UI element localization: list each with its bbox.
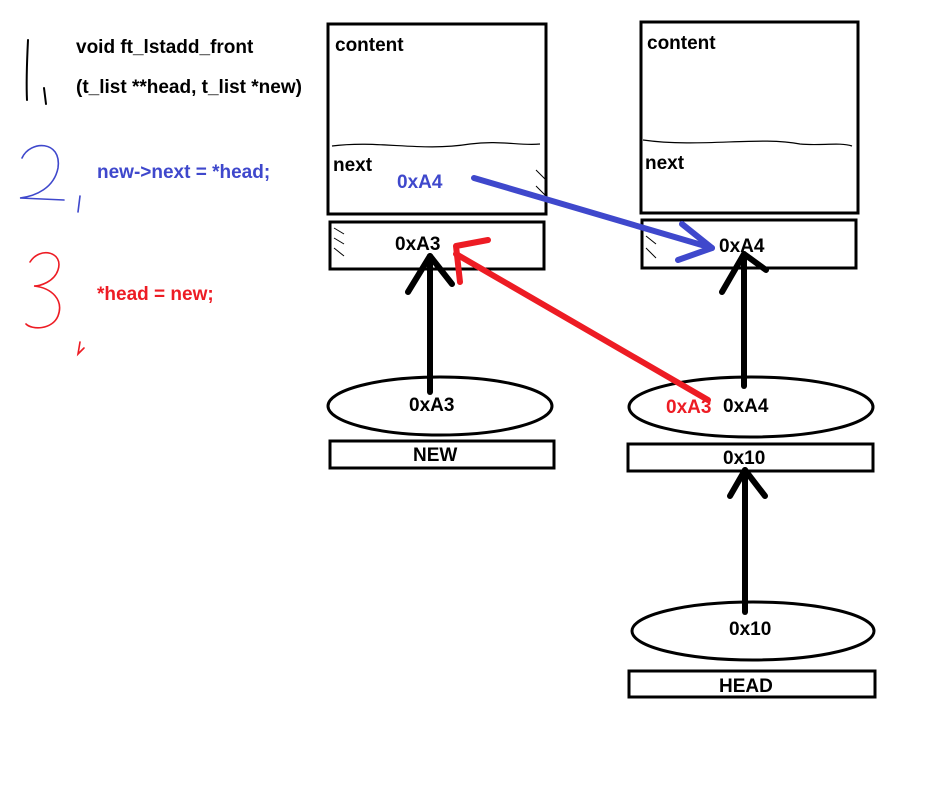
head-node-content-label: content: [647, 33, 716, 54]
code-line-step3: *head = new;: [97, 284, 214, 305]
new-node-hatch: [333, 169, 547, 257]
head-node-next-label: next: [645, 153, 685, 174]
head-ptr-address: 0x10: [723, 448, 766, 469]
step-1-number: [25, 39, 47, 105]
step-3-number: [25, 251, 85, 357]
head-var-ellipse: [630, 600, 876, 662]
new-var-name: NEW: [413, 445, 458, 466]
new-var-ellipse: [326, 375, 554, 437]
head-ptr-ellipse: [627, 375, 875, 439]
head-ptr-to-node-arrow: [719, 251, 769, 389]
head-ptr-old-value: 0xA4: [723, 396, 769, 417]
head-node-box: [639, 20, 860, 215]
code-line-step2: new->next = *head;: [97, 162, 271, 183]
head-node-hatch: [645, 235, 657, 259]
head-ptr-new-value: 0xA3: [666, 397, 712, 418]
new-var-name-box: [328, 439, 556, 470]
new-node-address: 0xA3: [395, 234, 441, 255]
head-node-address-box: [640, 218, 858, 270]
head-ptr-address-box: [626, 442, 875, 473]
function-signature: void ft_lstadd_front: [76, 37, 254, 58]
head-var-name-box: [627, 669, 877, 699]
new-to-node-arrow: [405, 253, 455, 395]
head-var-to-ptr-arrow: [727, 467, 768, 615]
step3-arrow: [453, 237, 711, 403]
new-node-divider: [331, 142, 541, 148]
head-node-divider: [642, 139, 853, 147]
new-node-content-label: content: [335, 35, 404, 56]
new-node-next-label: next: [333, 155, 373, 176]
new-node-next-value: 0xA4: [397, 172, 443, 193]
step2-arrow: [471, 175, 715, 263]
new-var-value: 0xA3: [409, 395, 455, 416]
new-node-box: [326, 22, 548, 216]
head-var-name: HEAD: [719, 676, 773, 697]
head-node-address: 0xA4: [719, 236, 765, 257]
head-var-value: 0x10: [729, 619, 772, 640]
step-2-number: [19, 144, 81, 213]
function-params: (t_list **head, t_list *new): [76, 77, 302, 98]
